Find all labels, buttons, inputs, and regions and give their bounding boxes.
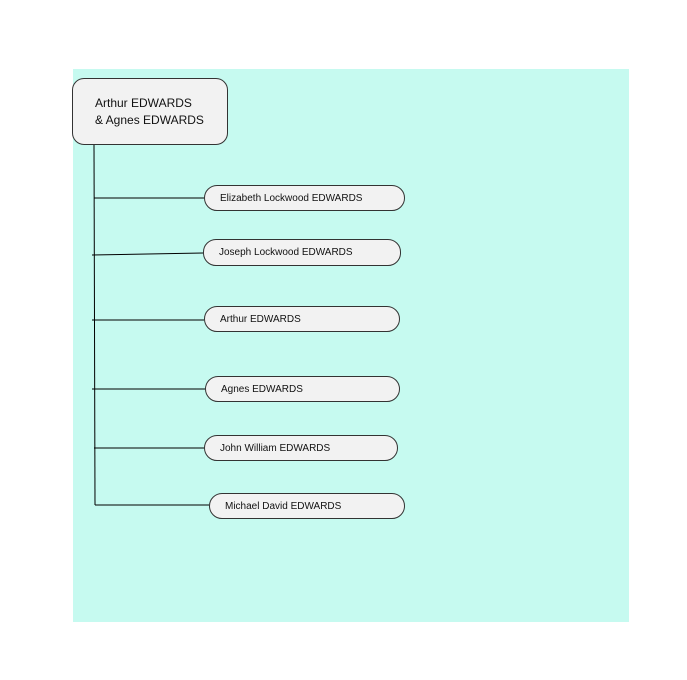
- child-name: Joseph Lockwood EDWARDS: [219, 247, 353, 258]
- parent-line-2: & Agnes EDWARDS: [95, 112, 204, 127]
- child-name: Arthur EDWARDS: [220, 313, 301, 325]
- child-node-arthur[interactable]: Arthur EDWARDS: [204, 306, 400, 332]
- child-name: Elizabeth Lockwood EDWARDS: [220, 192, 363, 204]
- child-name: John William EDWARDS: [220, 442, 331, 454]
- parent-line-1: Arthur EDWARDS: [95, 95, 192, 110]
- parents-node[interactable]: Arthur EDWARDS & Agnes EDWARDS: [72, 78, 228, 145]
- child-node-michael-david[interactable]: Michael David EDWARDS: [209, 493, 405, 519]
- child-node-agnes[interactable]: Agnes EDWARDS: [205, 376, 400, 402]
- branch-line-2: [91, 252, 204, 256]
- child-name: Michael David EDWARDS: [225, 500, 342, 512]
- child-node-joseph[interactable]: Joseph Lockwood EDWARDS: [203, 239, 401, 266]
- child-name: Agnes EDWARDS: [221, 383, 303, 395]
- child-node-john-william[interactable]: John William EDWARDS: [204, 435, 398, 461]
- diagram-canvas: [73, 69, 629, 622]
- child-node-elizabeth[interactable]: Elizabeth Lockwood EDWARDS: [204, 185, 405, 211]
- trunk-line: [93, 144, 96, 506]
